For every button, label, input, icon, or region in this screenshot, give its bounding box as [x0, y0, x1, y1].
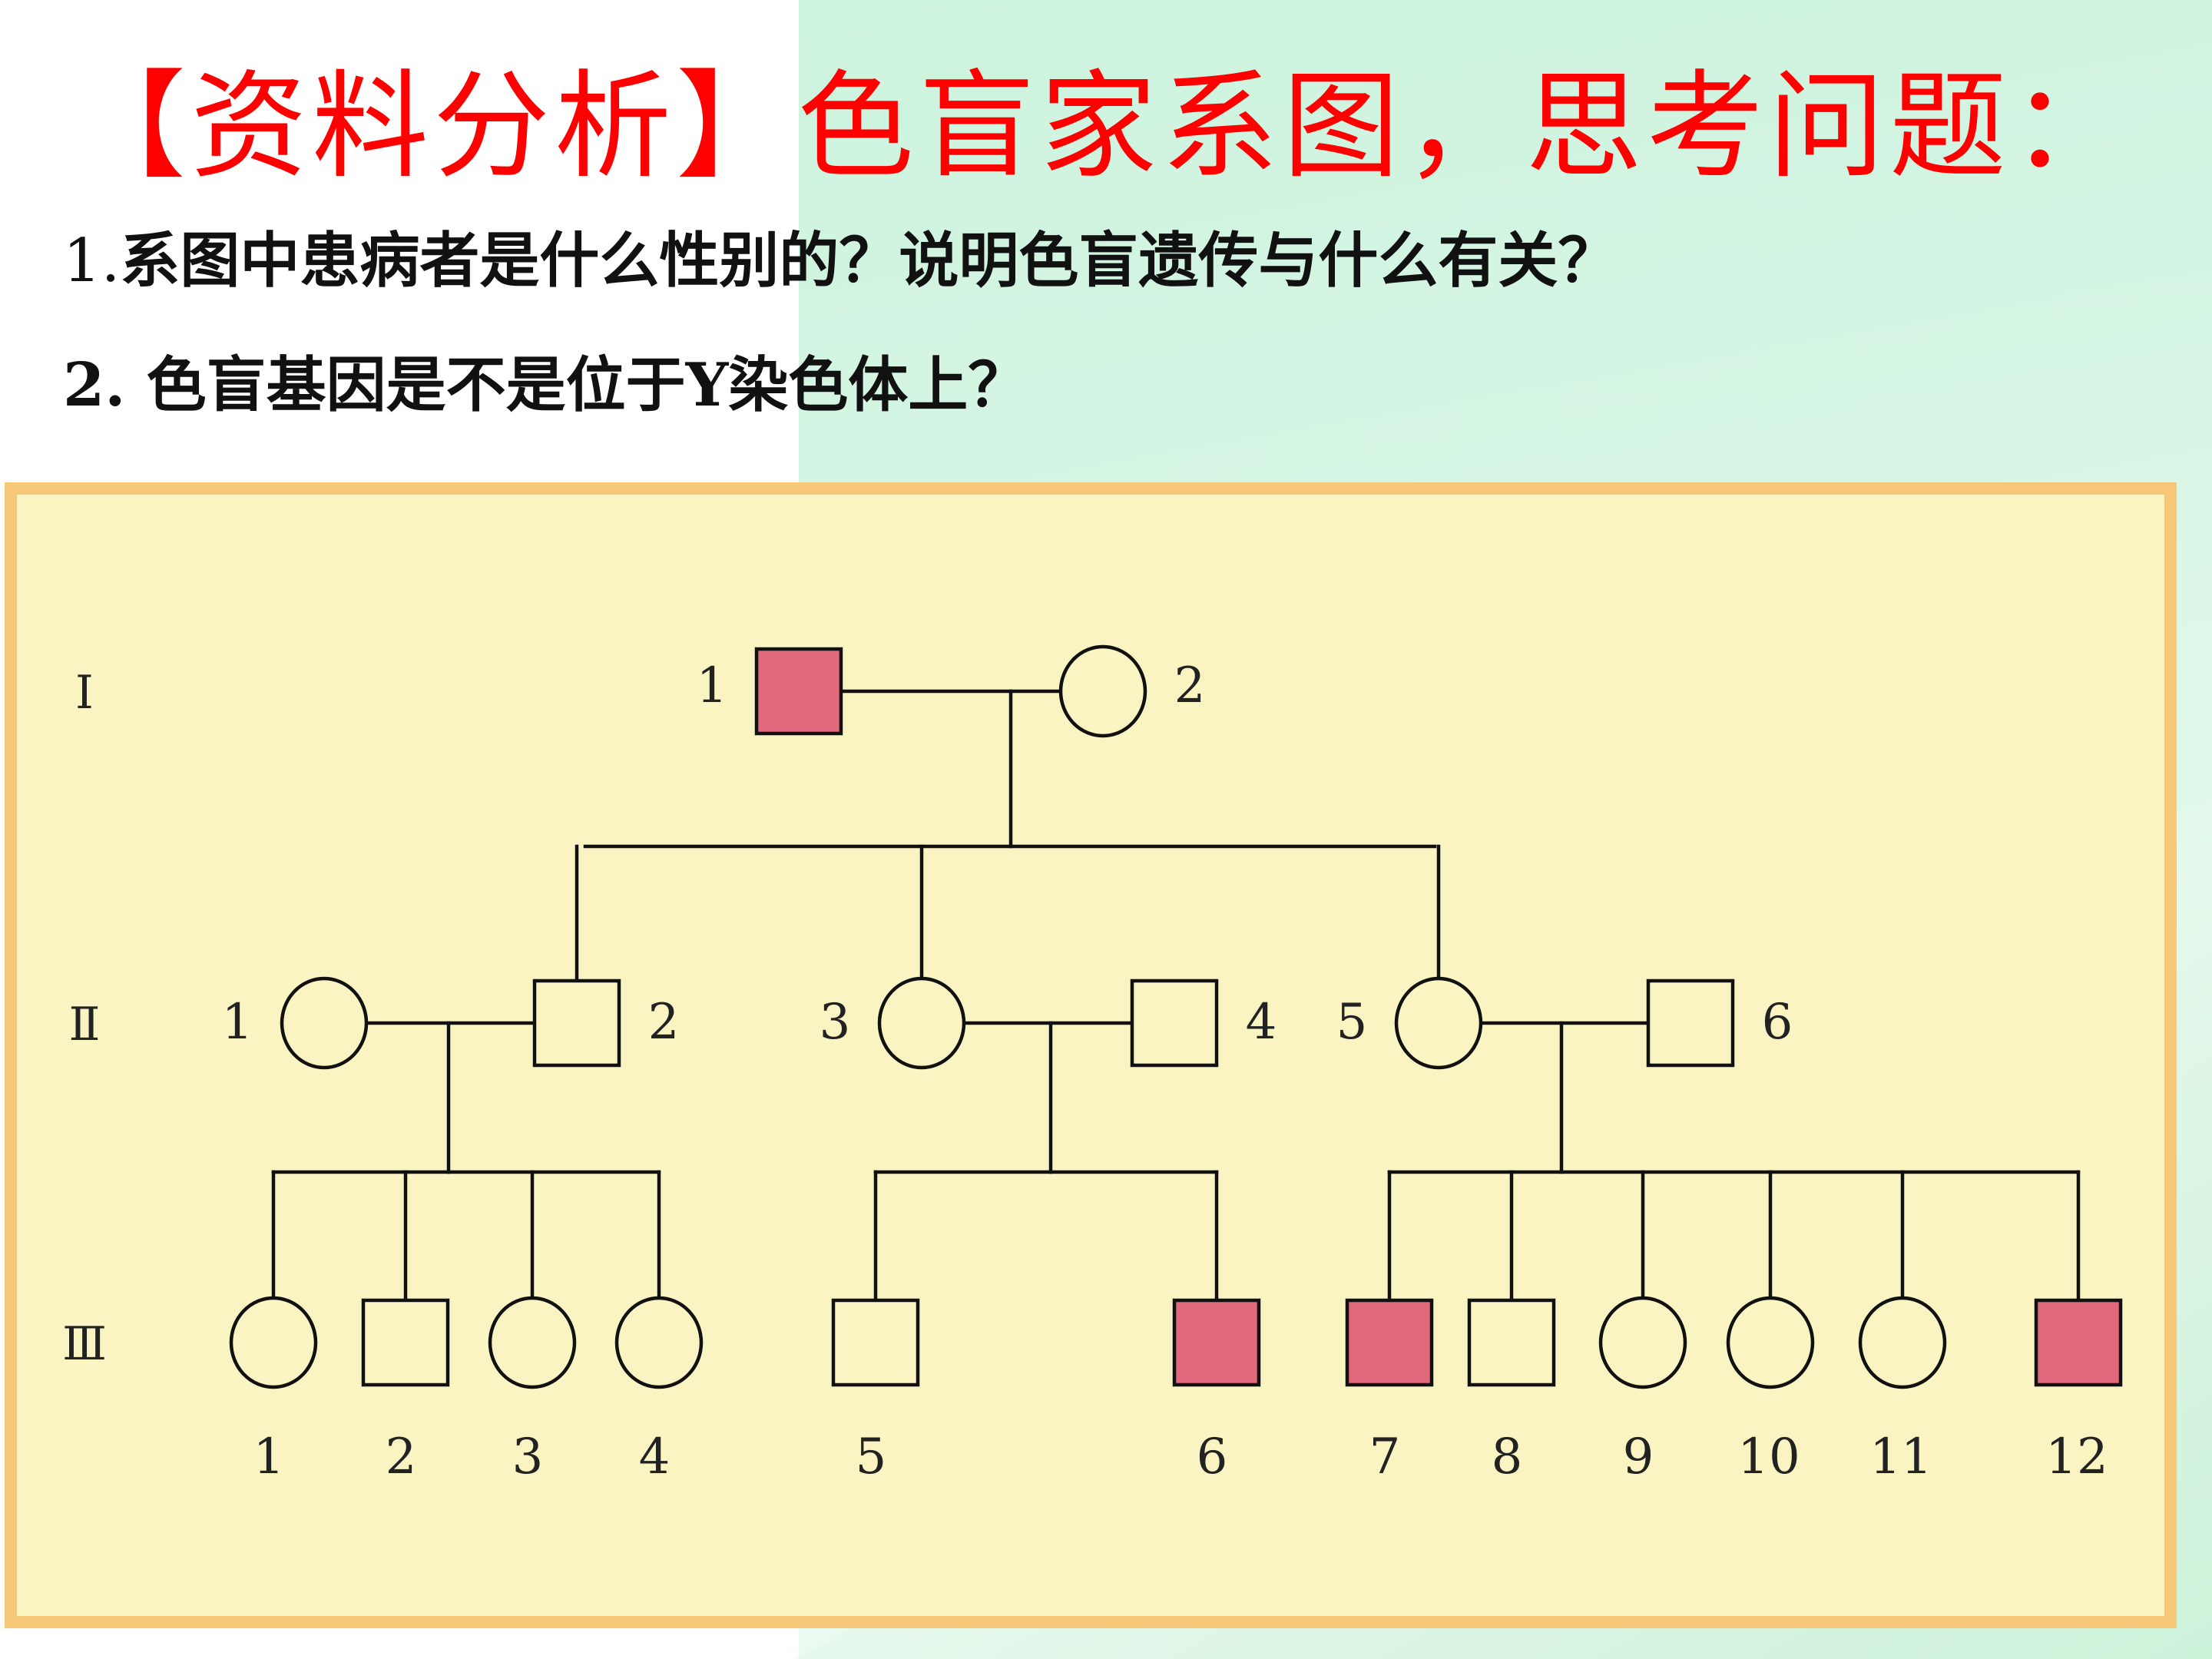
individual-number-2-3: 3	[820, 994, 851, 1051]
individual-number-2-6: 6	[1762, 994, 1793, 1051]
pedigree-symbols	[229, 644, 2123, 1389]
individual-I1-2-circle	[1058, 644, 1147, 738]
individual-2-6-square	[1646, 979, 1735, 1068]
individual-number-3-8: 8	[1492, 1429, 1523, 1485]
question-1: 1.系图中患病者是什么性别的？说明色盲遗传与什么有关？	[63, 223, 1618, 300]
individual-number-2-5: 5	[1336, 994, 1368, 1051]
generation-label-2: Ⅱ	[69, 998, 101, 1051]
individual-number-3-5: 5	[856, 1429, 887, 1485]
individual-3-9-circle	[1598, 1296, 1687, 1389]
individual-number-3-3: 3	[512, 1429, 544, 1485]
individual-2-1-circle	[280, 976, 369, 1070]
individual-number-2-1: 1	[222, 994, 253, 1051]
question-1-text: 系图中患病者是什么性别的？说明色盲遗传与什么有关？	[120, 226, 1618, 296]
individual-2-5-circle	[1394, 976, 1483, 1070]
individual-number-3-11: 11	[1869, 1429, 1932, 1485]
individual-number-3-9: 9	[1623, 1429, 1654, 1485]
individual-number-1-2: 2	[1174, 657, 1206, 714]
individual-3-10-circle	[1726, 1296, 1815, 1389]
individual-2-4-square	[1130, 979, 1219, 1068]
individual-number-3-6: 6	[1197, 1429, 1228, 1485]
individual-2-3-circle	[877, 976, 966, 1070]
individual-3-6-square	[1172, 1298, 1261, 1387]
individual-3-11-circle	[1858, 1296, 1947, 1389]
slide-title: 【资料分析】色盲家系图，思考问题：	[69, 58, 2132, 194]
individual-number-3-12: 12	[2045, 1429, 2108, 1485]
individual-3-1-circle	[229, 1296, 318, 1389]
individual-number-2-2: 2	[648, 994, 680, 1051]
individual-3-12-square	[2034, 1298, 2123, 1387]
individual-3-3-circle	[488, 1296, 577, 1389]
individual-number-1-1: 1	[697, 657, 728, 714]
individual-2-2-square	[532, 979, 621, 1068]
individual-number-3-4: 4	[639, 1429, 671, 1485]
individual-number-3-2: 2	[386, 1429, 417, 1485]
individual-I1-1-square	[754, 647, 843, 736]
generation-label-1: I	[75, 666, 94, 720]
generation-label-3: Ⅲ	[62, 1317, 107, 1371]
question-1-number: 1.	[63, 227, 121, 296]
individual-number-3-1: 1	[253, 1429, 285, 1485]
individual-number-3-7: 7	[1369, 1429, 1401, 1485]
individual-number-3-10: 10	[1737, 1429, 1800, 1485]
individual-3-7-square	[1345, 1298, 1434, 1387]
individual-3-4-circle	[614, 1296, 704, 1389]
question-2: 2. 色盲基因是不是位于Y染色体上？	[63, 350, 1028, 420]
individual-number-2-4: 4	[1246, 994, 1277, 1051]
individual-3-2-square	[361, 1298, 450, 1387]
pedigree-lines	[271, 689, 2081, 1303]
individual-3-8-square	[1467, 1298, 1556, 1387]
individual-3-5-square	[831, 1298, 920, 1387]
